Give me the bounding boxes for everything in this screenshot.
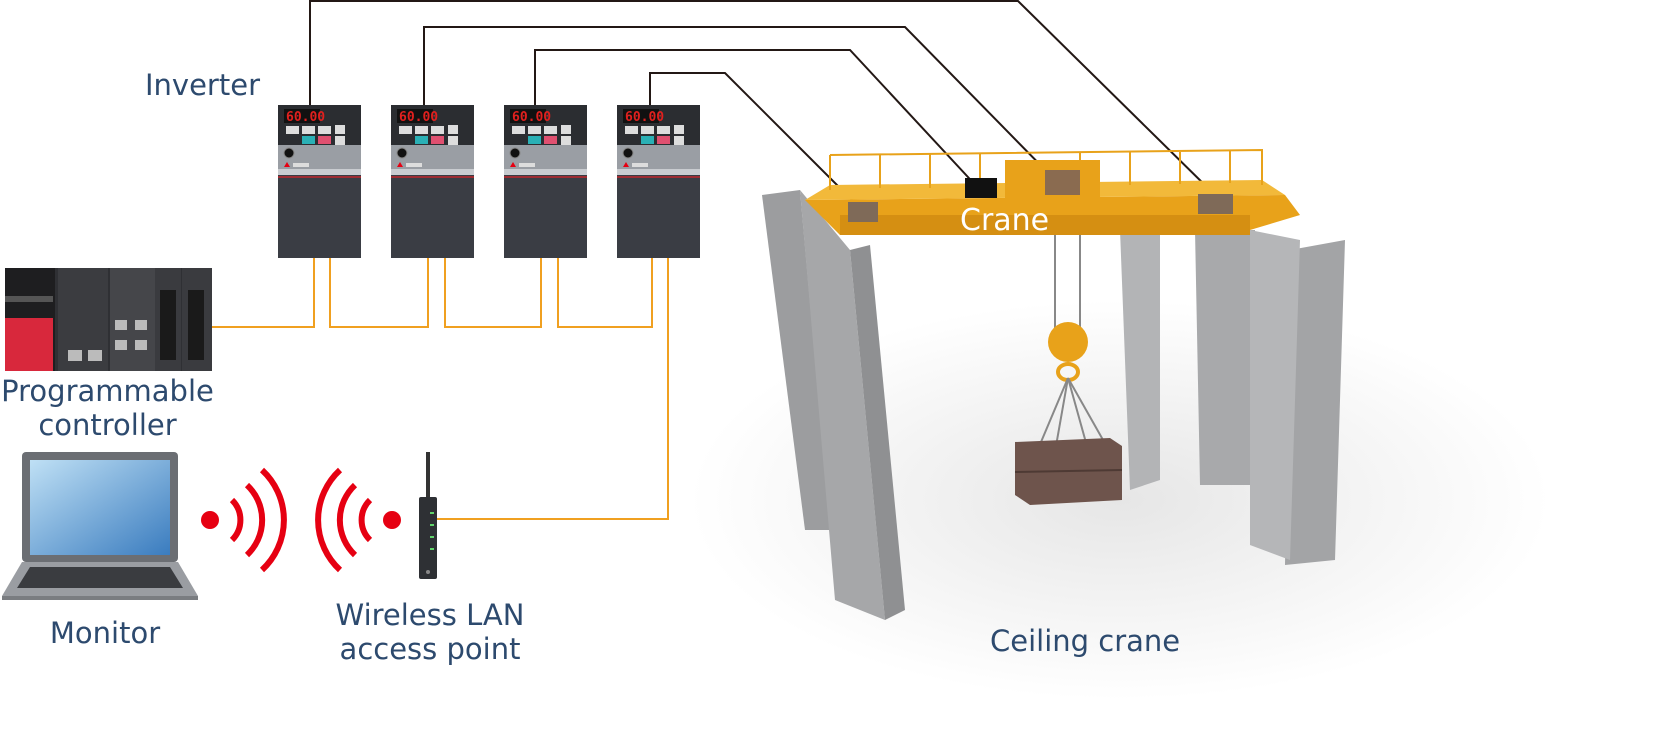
access-point-label-line1: Wireless LAN xyxy=(335,598,525,632)
inverter-1: 60.00 xyxy=(278,105,361,258)
access-point-label-line2: access point xyxy=(339,632,521,666)
monitor-label: Monitor xyxy=(49,616,161,650)
inverter-3 xyxy=(503,104,588,259)
wire-inverter-4 xyxy=(649,72,863,211)
programmable-controller-label: Programmable controller xyxy=(0,374,215,442)
svg-text:60.00: 60.00 xyxy=(286,110,325,125)
crane-label: Crane xyxy=(960,203,1050,238)
ethernet-lines xyxy=(212,258,669,520)
signal-wires xyxy=(309,0,1216,211)
ceiling-crane-label: Ceiling crane xyxy=(990,624,1181,658)
programmable-controller xyxy=(5,268,212,371)
inverter-label: Inverter xyxy=(145,68,260,102)
plc-label-line2: controller xyxy=(38,408,177,442)
wire-inverter-2 xyxy=(423,26,1061,186)
monitor-laptop xyxy=(2,452,198,600)
access-point-label: Wireless LAN access point xyxy=(330,598,530,666)
wire-inverter-1 xyxy=(309,0,1216,196)
wireless-lan-access-point xyxy=(419,452,437,579)
inverter-2 xyxy=(390,104,475,259)
inverter-4 xyxy=(616,104,701,259)
wire-inverter-3 xyxy=(534,49,981,191)
ceiling-crane xyxy=(762,148,1345,620)
plc-label-line1: Programmable xyxy=(1,374,214,408)
wireless-signal-icon xyxy=(201,467,401,573)
inverters: 60.00 xyxy=(278,104,701,259)
